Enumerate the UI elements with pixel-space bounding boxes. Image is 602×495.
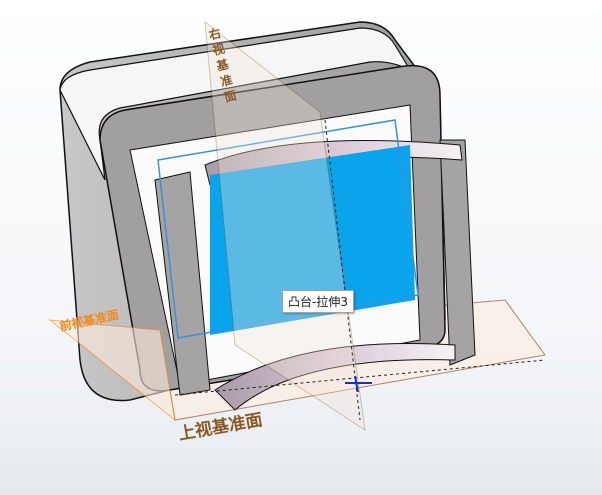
feature-tooltip: 凸台-拉伸3 xyxy=(282,290,354,313)
right-plane[interactable] xyxy=(204,20,366,432)
selection-outline xyxy=(157,119,419,339)
front-plane[interactable] xyxy=(48,319,176,422)
selected-face[interactable] xyxy=(210,145,415,335)
origin-icon xyxy=(345,375,372,393)
